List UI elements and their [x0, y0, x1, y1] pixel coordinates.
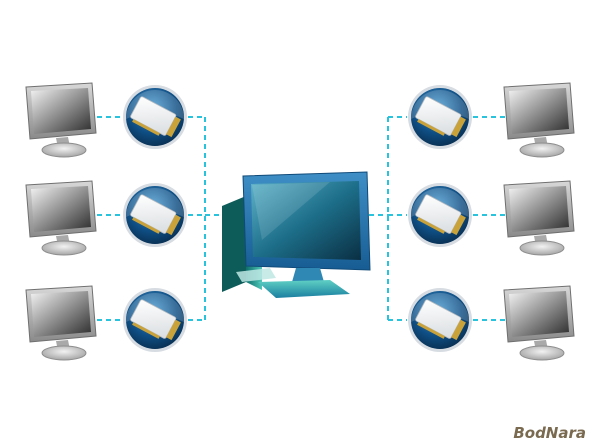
watermark-text: BodNara [513, 424, 586, 442]
network-card-icon [407, 287, 473, 353]
network-card-icon [407, 84, 473, 150]
connection-lines [97, 116, 505, 321]
server-computer-icon [222, 171, 371, 298]
network-card-icon [122, 84, 188, 150]
monitor-icon [503, 180, 575, 256]
monitor-icon [503, 285, 575, 361]
monitor-icon [503, 82, 575, 158]
network-card-icon [122, 287, 188, 353]
network-card-icon [122, 182, 188, 248]
monitor-icon [25, 82, 97, 158]
network-card-icon [407, 182, 473, 248]
monitor-icon [25, 285, 97, 361]
monitor-icon [25, 180, 97, 256]
